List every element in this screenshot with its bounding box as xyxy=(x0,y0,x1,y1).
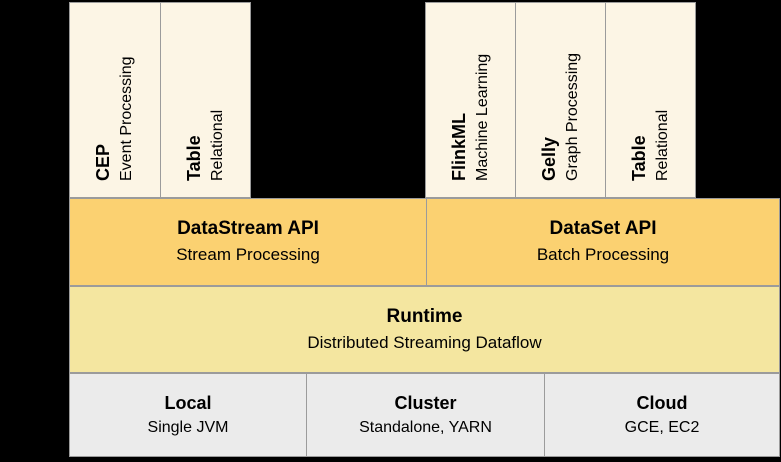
batch-libraries-group: FlinkML Machine Learning Gelly Graph Pro… xyxy=(425,2,696,198)
stream-libraries-group: CEP Event Processing Table Relational xyxy=(69,2,251,198)
library-cep-text: CEP Event Processing xyxy=(70,3,159,197)
deployment-layer: Local Single JVM Cluster Standalone, YAR… xyxy=(69,373,780,457)
library-title: Table xyxy=(183,135,204,181)
runtime-layer: Runtime Distributed Streaming Dataflow xyxy=(69,286,780,373)
api-layer: DataStream API Stream Processing DataSet… xyxy=(69,198,780,286)
layer-subtitle: GCE, EC2 xyxy=(624,419,700,437)
layer-subtitle: Batch Processing xyxy=(536,245,670,265)
library-subtitle: Relational xyxy=(653,109,671,181)
library-subtitle: Event Processing xyxy=(117,56,135,181)
library-table-stream-text: Table Relational xyxy=(161,3,250,197)
runtime-box: Runtime Distributed Streaming Dataflow xyxy=(70,287,779,372)
local-deployment-box: Local Single JVM xyxy=(70,374,306,456)
datastream-api-box: DataStream API Stream Processing xyxy=(70,199,426,285)
layer-title: Cluster xyxy=(394,392,457,413)
library-subtitle: Graph Processing xyxy=(563,52,581,181)
layer-title: Local xyxy=(164,392,212,413)
library-column-gelly: Gelly Graph Processing xyxy=(515,3,605,197)
layer-title: Cloud xyxy=(636,392,688,413)
layer-title: Runtime xyxy=(386,305,463,327)
library-column-table-stream: Table Relational xyxy=(159,3,250,197)
library-subtitle: Machine Learning xyxy=(473,53,491,181)
cluster-deployment-box: Cluster Standalone, YARN xyxy=(306,374,544,456)
layer-subtitle: Distributed Streaming Dataflow xyxy=(307,332,542,352)
library-title: FlinkML xyxy=(449,113,470,181)
library-flinkml-text: FlinkML Machine Learning xyxy=(426,3,515,197)
library-subtitle: Relational xyxy=(208,109,226,181)
library-column-table-batch: Table Relational xyxy=(605,3,695,197)
cloud-deployment-box: Cloud GCE, EC2 xyxy=(544,374,779,456)
library-title: Gelly xyxy=(539,136,560,181)
layer-subtitle: Standalone, YARN xyxy=(359,419,492,437)
layer-subtitle: Stream Processing xyxy=(176,245,320,265)
library-column-cep: CEP Event Processing xyxy=(70,3,160,197)
layer-subtitle: Single JVM xyxy=(147,419,229,437)
library-title: CEP xyxy=(93,143,114,181)
layer-title: DataSet API xyxy=(549,218,657,240)
layer-title: DataStream API xyxy=(177,218,319,240)
library-title: Table xyxy=(629,135,650,181)
dataset-api-box: DataSet API Batch Processing xyxy=(426,199,779,285)
library-column-flinkml: FlinkML Machine Learning xyxy=(426,3,515,197)
library-table-batch-text: Table Relational xyxy=(606,3,695,197)
library-gelly-text: Gelly Graph Processing xyxy=(516,3,605,197)
